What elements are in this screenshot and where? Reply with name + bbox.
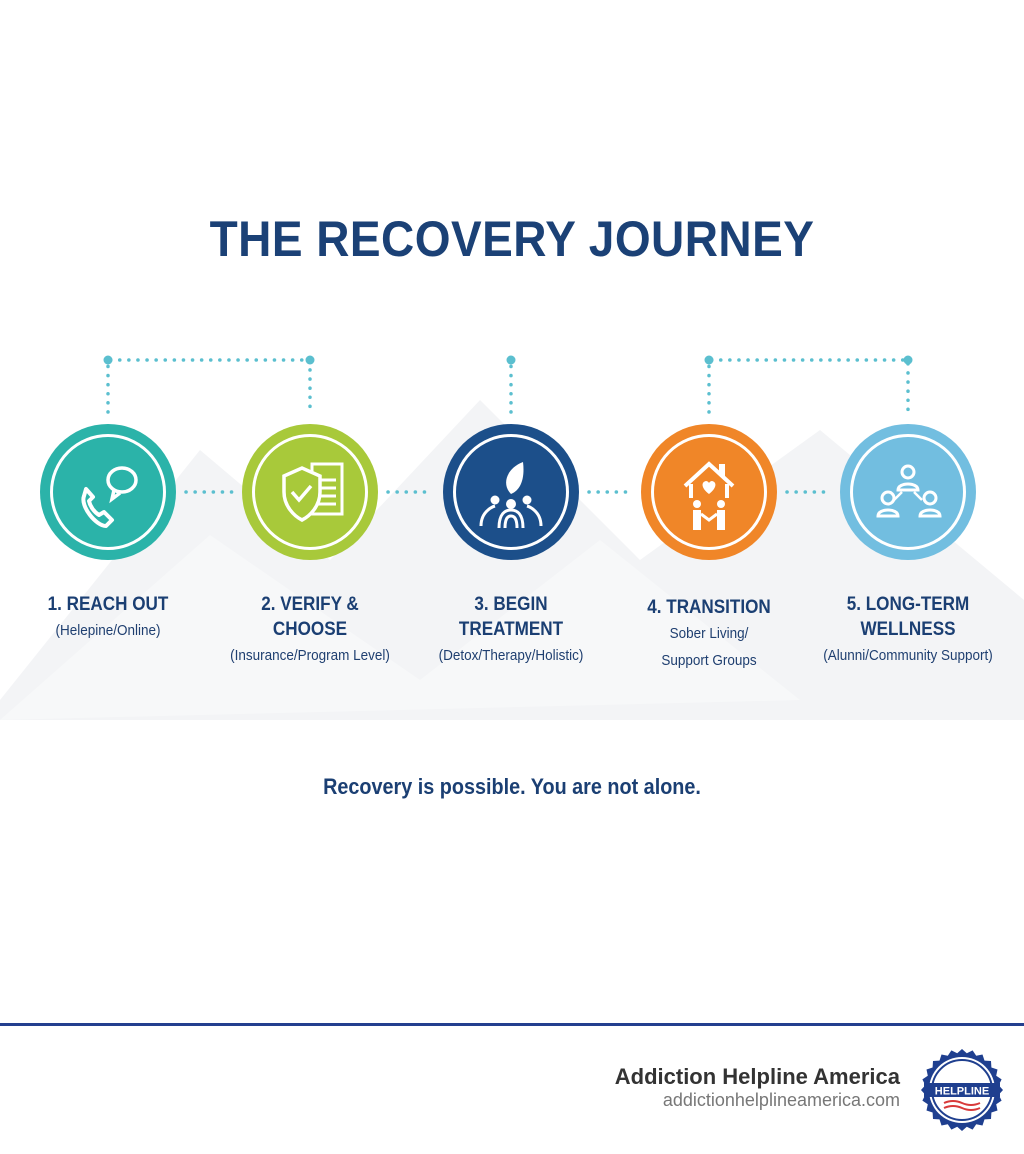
- connector-node: [305, 355, 315, 365]
- step-circle-4: [641, 424, 777, 560]
- phone-chat-icon: [81, 466, 138, 528]
- step-ring: [651, 434, 767, 550]
- step-label-2: 2. VERIFY & CHOOSE (Insurance/Program Leve…: [200, 592, 420, 669]
- step-circle-1: [40, 424, 176, 560]
- step-heading: TREATMENT: [458, 619, 564, 640]
- step-label-4: 4. TRANSITION Sober Living/Support Groups: [599, 595, 819, 674]
- step-heading: 1. REACH OUT: [47, 594, 169, 615]
- step-subtitle: (Detox/Therapy/Holistic): [438, 647, 584, 664]
- step-label-5: 5. LONG-TERM WELLNESS (Alunni/Community Su…: [798, 592, 1018, 669]
- step-heading: CHOOSE: [272, 619, 348, 640]
- leaf-group-icon: [479, 462, 543, 529]
- step-label-3: 3. BEGIN TREATMENT (Detox/Therapy/Holistic…: [401, 592, 621, 669]
- svg-text:HELPLINE: HELPLINE: [935, 1086, 989, 1098]
- network-people-icon: [876, 464, 942, 518]
- step-subtitle: (Alunni/Community Support): [823, 647, 993, 664]
- footer-divider: [0, 1023, 1024, 1026]
- step-circle-3: [443, 424, 579, 560]
- step-subtitle: Sober Living/: [669, 625, 749, 642]
- brand-block: Addiction Helpline America addictionhelp…: [615, 1064, 900, 1111]
- brand-name: Addiction Helpline America: [614, 1064, 900, 1089]
- step-subtitle: (Helepine/Online): [55, 622, 161, 639]
- step-heading: 3. BEGIN: [474, 594, 548, 615]
- step-ring: [453, 434, 569, 550]
- step-circle-2: [242, 424, 378, 560]
- connector-node: [506, 355, 516, 365]
- step-heading: 4. TRANSITION: [647, 597, 771, 618]
- page-title: THE RECOVERY JOURNEY: [209, 211, 815, 267]
- helpline-seal-logo: HELPLINE: [921, 1049, 1003, 1131]
- step-subtitle: Support Groups: [661, 652, 757, 669]
- brand-url[interactable]: addictionhelplineamerica.com: [662, 1090, 900, 1110]
- step-heading: 5. LONG-TERM: [846, 594, 970, 615]
- shield-document-icon: [282, 462, 344, 522]
- dotted-connector: [106, 358, 910, 494]
- step-heading: 2. VERIFY &: [261, 594, 359, 615]
- step-ring: [50, 434, 166, 550]
- step-ring: [252, 434, 368, 550]
- connector-node: [103, 355, 113, 365]
- step-ring: [850, 434, 966, 550]
- step-circle-5: [840, 424, 976, 560]
- tagline: Recovery is possible. You are not alone.: [323, 774, 701, 799]
- home-family-icon: [683, 461, 735, 530]
- step-heading: WELLNESS: [860, 619, 956, 640]
- connector-node: [903, 355, 913, 365]
- connector-node: [704, 355, 714, 365]
- step-label-1: 1. REACH OUT (Helepine/Online): [0, 592, 218, 644]
- step-subtitle: (Insurance/Program Level): [230, 647, 390, 664]
